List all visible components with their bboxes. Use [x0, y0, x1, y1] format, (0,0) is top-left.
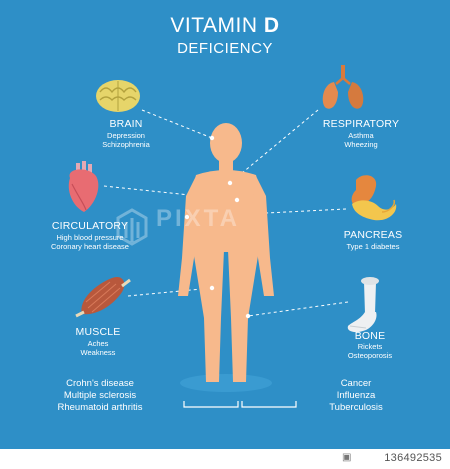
connection-dots: [184, 135, 251, 319]
watermark-text: PIXTA: [156, 205, 240, 232]
footer-brackets: [183, 401, 297, 408]
footer-left-item: Crohn's disease: [66, 378, 134, 389]
bone-detail-2: Osteoporosis: [347, 351, 393, 360]
circulatory-detail-2: Coronary heart disease: [51, 242, 129, 251]
human-figure: [178, 123, 274, 382]
figure-platform: [180, 374, 272, 392]
bone-detail-1: Rickets: [357, 342, 383, 351]
footer-left-item: Rheumatoid arthritis: [57, 402, 143, 413]
footer-right-item: Influenza: [336, 390, 376, 401]
watermark-emblem: [116, 208, 148, 246]
bone-title: BONE: [354, 330, 386, 342]
muscle-detail-1: Aches: [87, 339, 109, 348]
bone-icon: [347, 277, 379, 333]
circulatory-detail-1: High blood pressure: [56, 233, 124, 242]
pancreas-icon: [351, 175, 397, 221]
image-id: 136492535: [384, 452, 442, 464]
page-title: VITAMIN D: [0, 14, 450, 38]
respiratory-detail-2: Wheezing: [344, 140, 378, 149]
muscle-icon: [75, 276, 131, 318]
brain-detail-2: Schizophrenia: [102, 140, 150, 149]
footer-left-item: Multiple sclerosis: [63, 390, 137, 401]
muscle-detail-2: Weakness: [80, 348, 116, 357]
pancreas-title: PANCREAS: [343, 229, 403, 241]
pancreas-detail-1: Type 1 diabetes: [346, 242, 400, 251]
credit-bar: [0, 449, 450, 469]
respiratory-title: RESPIRATORY: [322, 118, 400, 130]
respiratory-detail-1: Asthma: [348, 131, 374, 140]
brain-title: BRAIN: [109, 118, 143, 130]
circulatory-title: CIRCULATORY: [51, 220, 129, 232]
brain-detail-1: Depression: [107, 131, 145, 140]
lungs-icon: [322, 65, 364, 109]
heart-icon: [68, 161, 99, 212]
pixta-logo-icon: ▣: [342, 452, 352, 463]
footer-right-item: Cancer: [340, 378, 372, 389]
page-subtitle: DEFICIENCY: [177, 40, 273, 57]
title-d: D: [263, 14, 280, 37]
brain-icon: [96, 80, 140, 112]
title-vitamin: VITAMIN: [170, 14, 258, 37]
footer-right-item: Tuberculosis: [329, 402, 383, 413]
muscle-title: MUSCLE: [75, 326, 121, 338]
